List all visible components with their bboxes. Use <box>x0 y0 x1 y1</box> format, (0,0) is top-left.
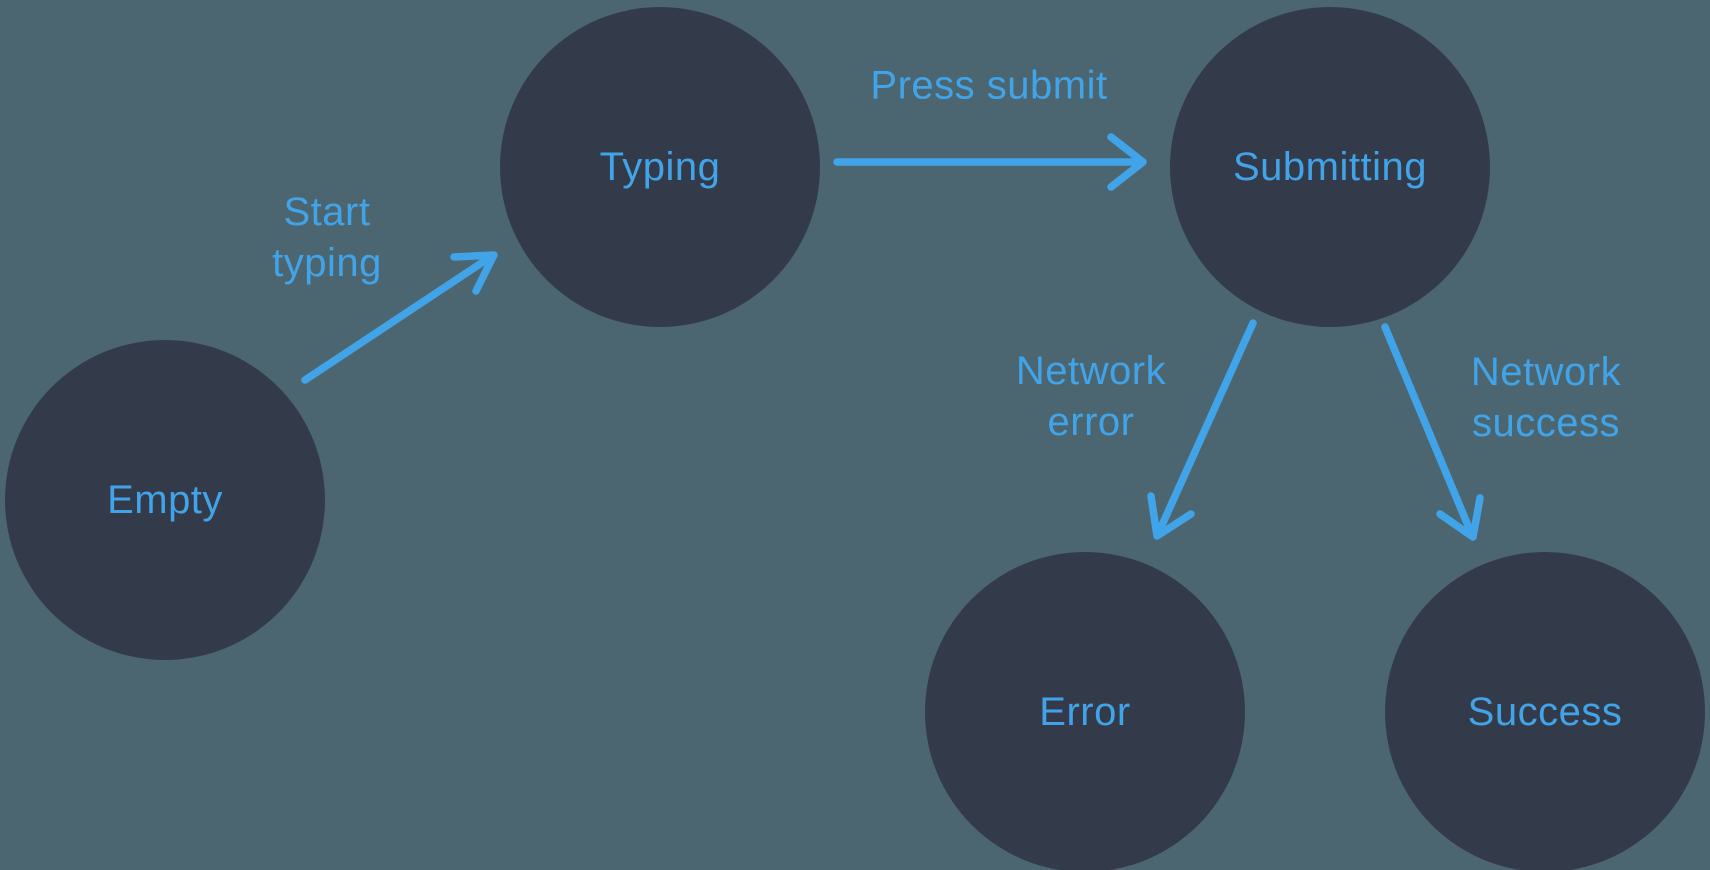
state-node-error: Error <box>925 552 1245 870</box>
transition-label-network-success: Network success <box>1470 349 1622 445</box>
arrow-submitting-to-success <box>1381 323 1484 541</box>
transition-label-press-submit: Press submit <box>870 63 1108 108</box>
arrow-submitting-to-error <box>1147 319 1257 540</box>
state-label-typing: Typing <box>599 144 721 189</box>
state-node-empty: Empty <box>5 340 325 660</box>
arrow-typing-to-submitting <box>833 133 1147 191</box>
state-label-empty: Empty <box>107 477 223 522</box>
state-node-submitting: Submitting <box>1170 7 1490 327</box>
state-node-typing: Typing <box>500 7 820 327</box>
arrow-empty-to-typing <box>301 251 498 384</box>
transition-label-start-typing: Start typing <box>272 189 382 285</box>
state-label-error: Error <box>1039 689 1131 734</box>
state-node-success: Success <box>1385 552 1705 870</box>
state-label-submitting: Submitting <box>1233 144 1427 189</box>
state-label-success: Success <box>1467 689 1623 734</box>
transition-label-network-error: Network error <box>1015 348 1167 444</box>
